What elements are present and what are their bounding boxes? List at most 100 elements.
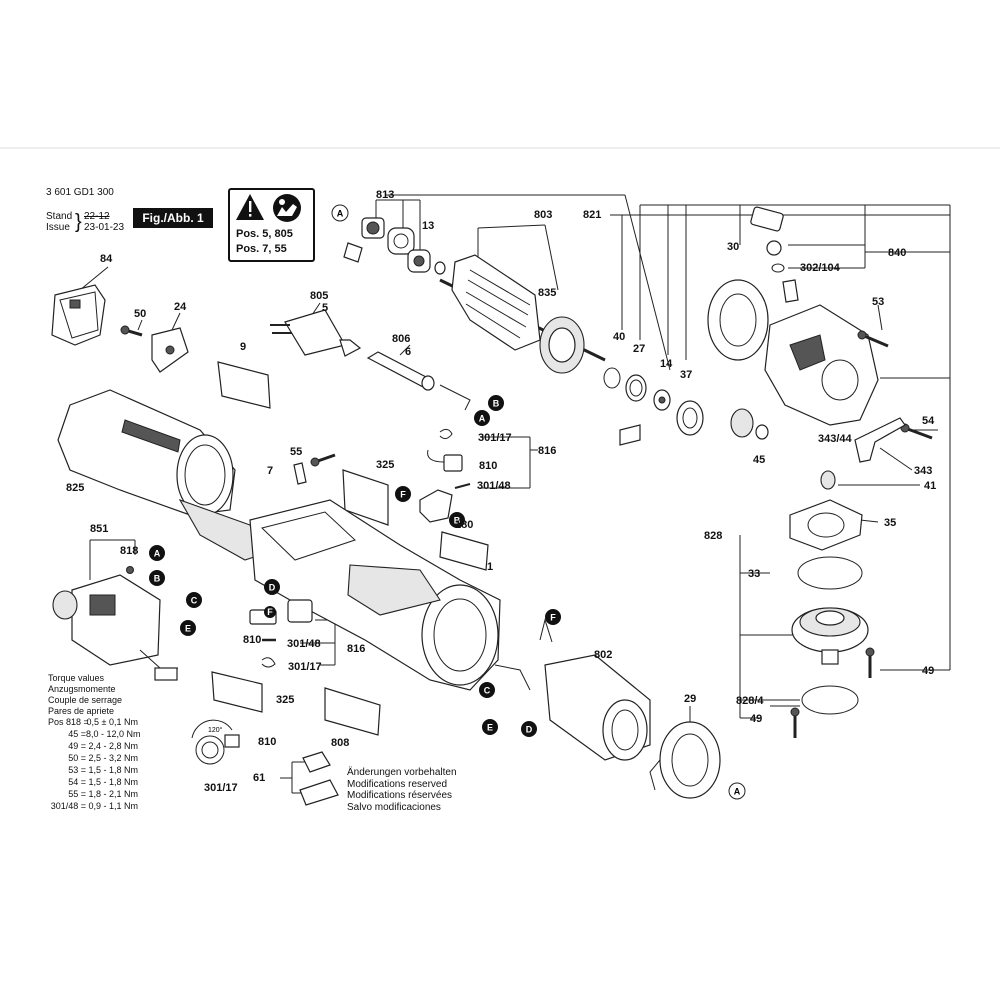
part-851-electronic-module-icon: [52, 574, 178, 681]
part-6-cable-icon: [439, 384, 471, 411]
issue-date: 23-01-23: [84, 222, 125, 233]
label-5: 5: [322, 302, 328, 314]
torque-title-1: Torque values: [48, 673, 105, 683]
part-49-lower-screw-icon: [790, 707, 800, 738]
part-813-bearing-set-icon: [343, 217, 431, 273]
marker-e-2: E: [482, 719, 498, 735]
svg-text:F: F: [400, 490, 406, 500]
label-301-17: 301/17: [478, 432, 512, 444]
label-49: 49: [922, 665, 934, 677]
stand-date: 22-12: [84, 211, 110, 222]
part-84-switch-cover-icon: [51, 284, 106, 346]
torque-row: 45 =8,0 - 12,0 Nm: [68, 729, 141, 739]
label-325-lower: 325: [276, 694, 294, 706]
torque-title-2: Anzugsmomente: [48, 684, 116, 694]
label-180: 180: [455, 519, 473, 531]
label-301-48-lower: 301/48: [287, 638, 321, 650]
label-27: 27: [633, 343, 645, 355]
part-840-gear-head-icon: [750, 206, 879, 426]
label-828: 828: [704, 530, 722, 542]
part-49-screw-icon: [865, 647, 875, 678]
part-325-lower-label-icon: [211, 671, 263, 713]
label-803: 803: [534, 209, 552, 221]
part-35-flange-plate-icon: [789, 499, 863, 551]
part-27-ring-icon: [625, 374, 647, 402]
stand-label: Stand: [46, 211, 73, 222]
label-343-44: 343/44: [818, 433, 853, 445]
svg-text:E: E: [487, 723, 493, 733]
label-806: 806: [392, 333, 410, 345]
marker-f-3: F: [264, 606, 276, 618]
part-810-carbon-brush-icon: [427, 449, 463, 472]
warning-triangle-icon: [236, 194, 264, 220]
label-14: 14: [660, 358, 673, 370]
label-33: 33: [748, 568, 760, 580]
marker-c-2: C: [479, 682, 495, 698]
svg-text:B: B: [454, 516, 461, 526]
part-828-spindle-gear-icon: [791, 607, 869, 665]
brace-icon: }: [75, 211, 82, 233]
part-brush-holder-icon: [419, 483, 471, 523]
warning-pos-line1: Pos. 5, 805: [236, 228, 293, 240]
part-818-screw-icon: [126, 566, 134, 574]
leader-lines: [79, 194, 951, 794]
label-53: 53: [872, 296, 884, 308]
part-810-brush-spring-icon: [191, 719, 240, 765]
part-805-power-plug-icon: [270, 309, 362, 357]
marker-d-2: D: [521, 721, 537, 737]
changes-note-fr: Modifications réservées: [347, 790, 453, 801]
svg-text:A: A: [479, 414, 486, 424]
marker-b-3: B: [149, 570, 165, 586]
part-29-fan-cover-icon: [649, 721, 721, 799]
label-301-17-lower: 301/17: [288, 661, 322, 673]
label-54: 54: [922, 415, 935, 427]
marker-c-1: C: [186, 592, 202, 608]
part-33-o-ring-icon: [797, 556, 863, 590]
label-808: 808: [331, 737, 349, 749]
part-55-screw-icon: [310, 453, 336, 467]
part-803-armature-icon: [439, 254, 606, 374]
svg-text:B: B: [154, 574, 161, 584]
torque-row: 55 =1,8 - 2,1 Nm: [68, 789, 138, 799]
label-30: 30: [727, 241, 739, 253]
marker-d-1: D: [264, 579, 280, 595]
label-37: 37: [680, 369, 692, 381]
label-61: 61: [253, 772, 265, 784]
issue-label: Issue: [46, 222, 70, 233]
part-808-label-icon: [324, 687, 381, 736]
changes-note: Änderungen vorbehalten Modifications res…: [347, 767, 457, 813]
label-7: 7: [267, 465, 273, 477]
label-40: 40: [613, 331, 625, 343]
svg-text:C: C: [191, 596, 198, 606]
part-180-label-icon: [439, 531, 489, 571]
torque-row: 49 =2,4 - 2,8 Nm: [68, 741, 138, 751]
svg-text:F: F: [267, 607, 273, 617]
svg-text:A: A: [337, 209, 344, 219]
svg-text:D: D: [526, 725, 533, 735]
label-828-4: 828/4: [736, 695, 764, 707]
part-13-washer-icon: [434, 261, 446, 275]
part-50-screw-icon: [120, 325, 143, 337]
label-6: 6: [405, 346, 411, 358]
part-7-clip-icon: [293, 462, 307, 485]
part-14-washer-icon: [653, 389, 671, 411]
svg-text:A: A: [154, 549, 161, 559]
part-spacer-icon: [619, 424, 641, 446]
label-55: 55: [290, 446, 302, 458]
figure-label: Fig./Abb. 1: [133, 208, 213, 228]
label-343: 343: [914, 465, 932, 477]
label-301-17-spring: 301/17: [204, 782, 238, 794]
part-825-motor-housing-icon: [57, 389, 261, 561]
marker-f-2: F: [545, 609, 561, 625]
svg-text:A: A: [734, 787, 741, 797]
svg-text:B: B: [493, 399, 500, 409]
marker-e-1: E: [180, 620, 196, 636]
marker-b-2: B: [449, 512, 465, 528]
label-13: 13: [422, 220, 434, 232]
read-manual-icon: [273, 194, 301, 222]
svg-text:C: C: [484, 686, 491, 696]
changes-note-en: Modifications reserved: [347, 778, 448, 790]
part-343-spindle-lock-icon: [854, 417, 906, 463]
